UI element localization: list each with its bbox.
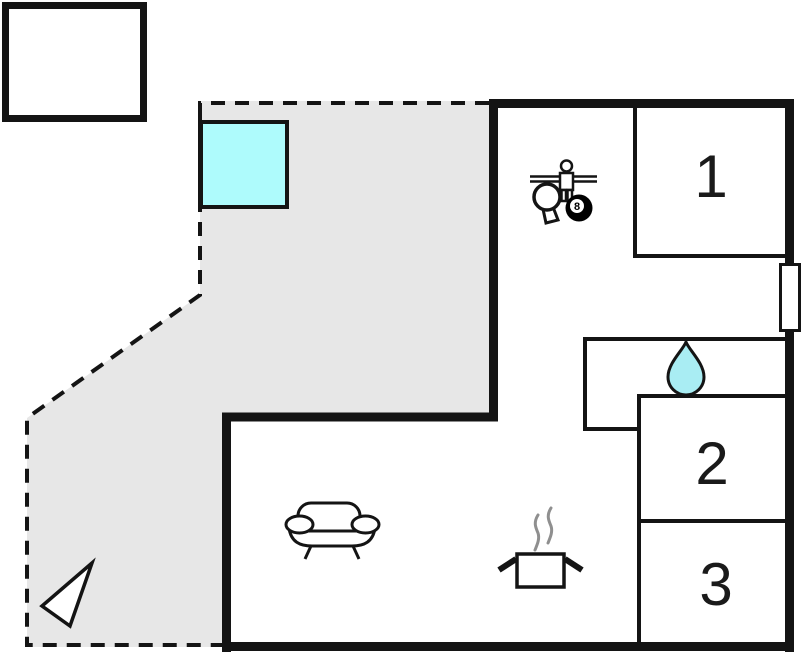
- room1-label: 1: [694, 143, 727, 210]
- pool-icon: [198, 112, 289, 210]
- room3-label: 3: [699, 551, 732, 618]
- eight-ball-number: 8: [574, 201, 580, 213]
- steam-icon: [533, 506, 554, 552]
- sofa-leg-left: [303, 545, 313, 560]
- foosball-figure: [558, 159, 575, 203]
- north-arrow-icon: [39, 557, 96, 629]
- kitchen-pot-icon: [497, 506, 584, 589]
- pool-square: [199, 120, 289, 209]
- sofa-leg-right: [351, 545, 361, 560]
- pot-handle-left: [497, 556, 518, 573]
- table-tennis-paddle-icon: [532, 182, 562, 225]
- steam-left: [533, 513, 541, 552]
- terrace-area: [25, 101, 498, 647]
- sofa-arm-left: [284, 514, 315, 535]
- terrace-fill: [27, 101, 498, 647]
- house-outer-walls: [222, 99, 794, 652]
- figure-leg-left: [560, 188, 568, 203]
- water-drop-icon: [666, 337, 706, 397]
- carport-box: [2, 2, 147, 122]
- figure-head: [559, 159, 574, 173]
- eight-ball-icon: 8: [565, 194, 593, 222]
- steam-right: [546, 506, 554, 545]
- figure-torso: [558, 171, 575, 192]
- pot-handle-right: [563, 556, 584, 573]
- window-marker: [779, 263, 801, 332]
- eight-ball-circle: [570, 199, 584, 213]
- interior-walls: [583, 108, 785, 644]
- paddle-blade: [532, 182, 562, 212]
- game-room-icon: 8: [530, 159, 597, 225]
- sofa-icon: [284, 501, 381, 560]
- terrace-dashed-border: [25, 101, 489, 647]
- pot-body: [515, 552, 566, 589]
- sofa-arm-right: [350, 514, 381, 535]
- room2-label: 2: [695, 430, 728, 497]
